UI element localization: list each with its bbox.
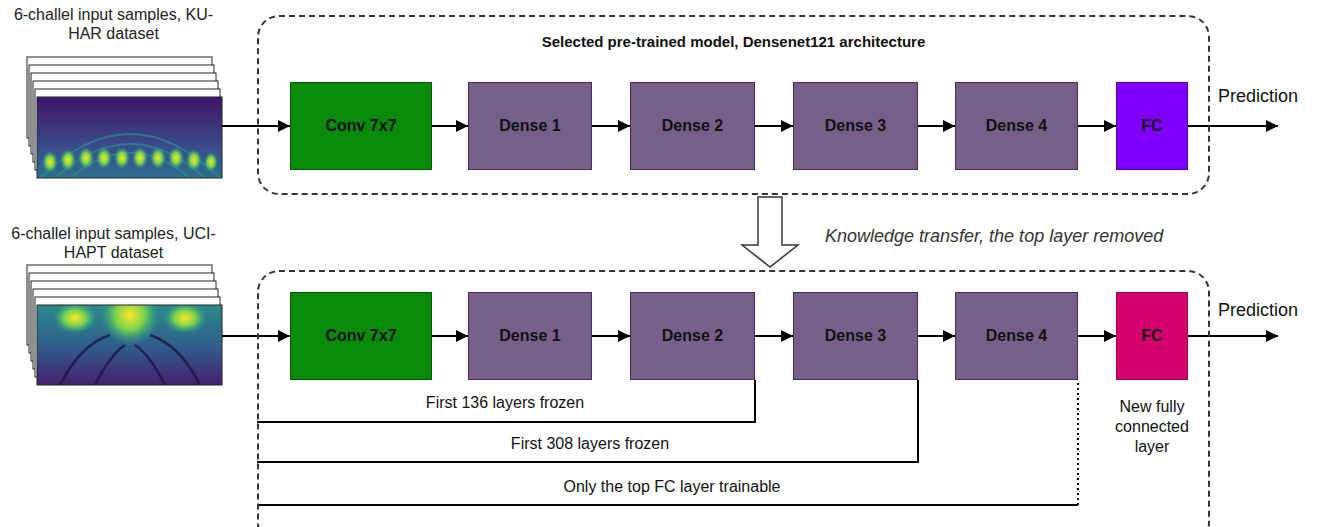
output-label: Prediction bbox=[1218, 86, 1323, 108]
layer-name: Dense 4 bbox=[986, 327, 1047, 345]
output-label: Prediction bbox=[1218, 300, 1323, 322]
layer-name: Dense 1 bbox=[499, 117, 560, 135]
layer-name: Dense 2 bbox=[662, 327, 723, 345]
image-border bbox=[37, 97, 222, 178]
spectrogram-peaks bbox=[53, 305, 207, 345]
flow-arrow bbox=[918, 335, 955, 337]
flow-arrow bbox=[592, 335, 630, 337]
output-arrow bbox=[1188, 335, 1278, 337]
layer-box: FC bbox=[1116, 82, 1188, 170]
layer-box: Dense 2 bbox=[630, 82, 755, 170]
input-samples: 6-challel input samples, KU-HAR dataset bbox=[5, 5, 222, 178]
flow-arrow bbox=[222, 335, 290, 337]
spectrogram-arcs bbox=[40, 134, 220, 178]
output-arrow bbox=[1188, 125, 1278, 127]
layer-name: Dense 3 bbox=[825, 327, 886, 345]
callout-note: New fully connected layer bbox=[1100, 397, 1204, 457]
freeze-label: First 136 layers frozen bbox=[380, 394, 630, 412]
layer-box: Dense 2 bbox=[630, 292, 755, 380]
image-border bbox=[37, 305, 222, 385]
model-container: First 136 layers frozenFirst 308 layers … bbox=[257, 270, 1210, 527]
layer-box: Dense 1 bbox=[468, 82, 592, 170]
flow-arrow bbox=[592, 125, 630, 127]
flow-arrow bbox=[918, 125, 955, 127]
layer-box: Conv 7x7 bbox=[290, 82, 432, 170]
layer-box: Conv 7x7 bbox=[290, 292, 432, 380]
layer-name: Dense 4 bbox=[986, 117, 1047, 135]
flow-arrow bbox=[1078, 125, 1116, 127]
layer-name: Conv 7x7 bbox=[325, 117, 396, 135]
spectrogram-image bbox=[37, 97, 222, 178]
layer-box: Dense 4 bbox=[955, 82, 1078, 170]
edge-label: Knowledge transfer, the top layer remove… bbox=[823, 226, 1165, 247]
freeze-label: Only the top FC layer trainable bbox=[497, 478, 847, 496]
layer-name: FC bbox=[1141, 327, 1162, 345]
layer-name: Dense 3 bbox=[825, 117, 886, 135]
input-label: 6-challel input samples, KU-HAR dataset bbox=[5, 5, 222, 43]
spectrogram-peaks bbox=[42, 147, 218, 173]
flow-arrow bbox=[432, 335, 468, 337]
layer-box: Dense 4 bbox=[955, 292, 1078, 380]
flow-arrow bbox=[1078, 335, 1116, 337]
layer-name: Dense 1 bbox=[499, 327, 560, 345]
layer-box: FC bbox=[1116, 292, 1188, 380]
dotted-leader bbox=[1077, 380, 1079, 505]
layer-box: Dense 3 bbox=[793, 82, 918, 170]
freeze-bracket bbox=[257, 380, 918, 462]
container-title: Selected pre-trained model, Densenet121 … bbox=[257, 33, 1210, 50]
freeze-label: First 308 layers frozen bbox=[440, 435, 740, 453]
freeze-bracket bbox=[257, 380, 755, 422]
layer-box: Dense 3 bbox=[793, 292, 918, 380]
flow-arrow bbox=[755, 125, 793, 127]
flow-arrow bbox=[432, 125, 468, 127]
freeze-bracket bbox=[257, 504, 1078, 506]
spectrogram-ground bbox=[37, 97, 222, 178]
layer-box: Dense 1 bbox=[468, 292, 592, 380]
model-container: Selected pre-trained model, Densenet121 … bbox=[257, 15, 1210, 195]
flow-arrow bbox=[755, 335, 793, 337]
flow-arrow bbox=[222, 125, 290, 127]
layer-name: FC bbox=[1141, 117, 1162, 135]
spectrogram-streaks bbox=[60, 335, 200, 385]
input-label: 6-challel input samples, UCI-HAPT datase… bbox=[5, 224, 222, 262]
spectrogram-image bbox=[37, 305, 222, 385]
transfer-arrow bbox=[742, 197, 798, 267]
layer-name: Dense 2 bbox=[662, 117, 723, 135]
input-samples: 6-challel input samples, UCI-HAPT datase… bbox=[5, 224, 222, 385]
layer-name: Conv 7x7 bbox=[325, 327, 396, 345]
